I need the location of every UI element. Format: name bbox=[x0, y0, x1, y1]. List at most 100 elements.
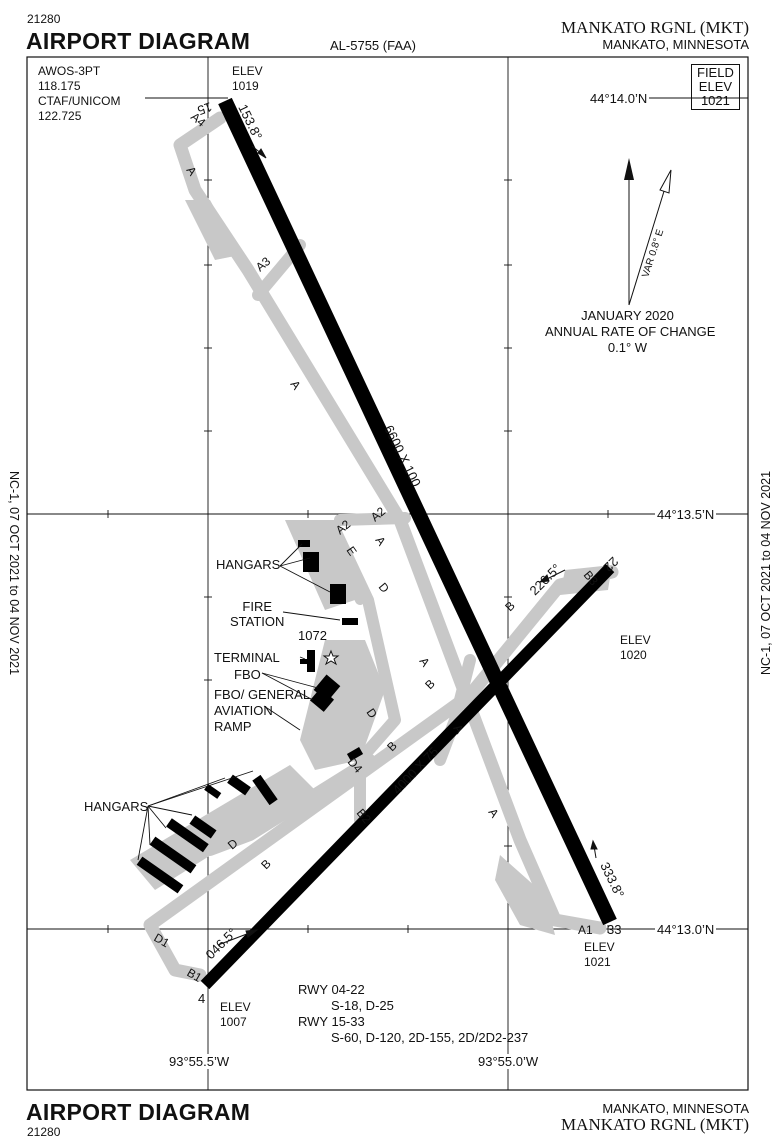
ctaf-frequency: 122.725 bbox=[38, 109, 82, 123]
field-elev-line2: ELEV bbox=[698, 79, 733, 94]
latitude-mid: 44°13.5’N bbox=[655, 507, 717, 522]
fire-station-building bbox=[342, 618, 358, 625]
chart-number-bottom: 21280 bbox=[27, 1125, 61, 1139]
airport-name-bottom: MANKATO RGNL (MKT) bbox=[561, 1115, 749, 1135]
runway-33-holding-pad bbox=[495, 855, 555, 935]
elev-label: ELEV bbox=[220, 1000, 251, 1014]
elev-label: ELEV bbox=[232, 64, 263, 78]
strength-rwy-15-33: RWY 15-33 bbox=[298, 1014, 365, 1029]
elev-value: 1020 bbox=[620, 648, 647, 662]
field-elev-line1: FIELD bbox=[697, 65, 734, 80]
taxiway-label-d: D bbox=[376, 580, 393, 596]
hangar-building bbox=[136, 856, 184, 894]
city-state-top: MANKATO, MINNESOTA bbox=[602, 37, 749, 52]
runway-15-33 bbox=[218, 97, 617, 926]
magnetic-rate-value: 0.1° W bbox=[607, 340, 648, 355]
magnetic-variation-label: VAR 0.8° E bbox=[640, 228, 666, 279]
chart-frame bbox=[26, 56, 749, 1091]
strength-rwy-04-22-values: S-18, D-25 bbox=[331, 998, 394, 1013]
hangars-label-lower: HANGARS bbox=[84, 799, 149, 814]
elev-runway-4: ELEV 1007 bbox=[220, 1000, 251, 1030]
elev-label: ELEV bbox=[620, 633, 651, 647]
fire-station-label: FIRE STATION bbox=[230, 599, 284, 629]
taxiway-d bbox=[329, 524, 401, 766]
taxiway-label-a: A bbox=[486, 806, 502, 821]
chart-number-top: 21280 bbox=[27, 12, 61, 26]
true-north-arrowhead bbox=[624, 158, 634, 180]
leader-lines bbox=[137, 543, 341, 861]
awos-label: AWOS-3PT bbox=[38, 64, 101, 78]
taxiway-label-b: B bbox=[502, 599, 518, 615]
hangars-label-upper: HANGARS bbox=[216, 557, 281, 572]
runway-15-holding-pad bbox=[185, 200, 240, 260]
taxiway-label-b1: B1 bbox=[185, 965, 205, 985]
hangar-building bbox=[166, 818, 209, 853]
magnetic-north-arrowhead bbox=[659, 169, 672, 194]
field-elevation-box: FIELD ELEV 1021 bbox=[691, 64, 740, 110]
fire-station-line2: STATION bbox=[230, 614, 285, 629]
terminal-label: TERMINAL bbox=[214, 650, 280, 665]
comm-frequencies: AWOS-3PT 118.175 CTAF/UNICOM 122.725 bbox=[38, 64, 120, 124]
fbo-ramp-label: FBO/ GENERAL AVIATION RAMP bbox=[214, 687, 310, 735]
runway-end-15: 15 bbox=[195, 99, 214, 118]
strength-rwy-04-22: RWY 04-22 bbox=[298, 982, 365, 997]
hangar-building bbox=[149, 836, 197, 874]
terminal-annex bbox=[300, 659, 308, 664]
magnetic-variation-note: JANUARY 2020 ANNUAL RATE OF CHANGE 0.1° … bbox=[545, 308, 716, 356]
taxiway-label-b: B bbox=[258, 857, 274, 873]
longitude-left: 93°55.5’W bbox=[167, 1054, 232, 1069]
magnetic-epoch: JANUARY 2020 bbox=[581, 308, 674, 323]
page-title-bottom: AIRPORT DIAGRAM bbox=[26, 1099, 251, 1125]
north-arrow bbox=[624, 158, 672, 306]
runway-04-22 bbox=[200, 563, 615, 990]
hangar-building bbox=[303, 552, 319, 572]
magnetic-north-line bbox=[628, 174, 670, 306]
taxiway-label-a: A bbox=[288, 378, 304, 393]
hangar-building bbox=[189, 815, 217, 839]
fire-station-line1: FIRE bbox=[242, 599, 273, 614]
airport-name-top: MANKATO RGNL (MKT) bbox=[561, 18, 749, 38]
runway-end-4: 4 bbox=[198, 991, 205, 1006]
taxiway-a2 bbox=[334, 512, 411, 526]
awos-frequency: 118.175 bbox=[38, 79, 81, 93]
fbo-label: FBO bbox=[234, 667, 261, 682]
elev-runway-15: ELEV 1019 bbox=[232, 64, 263, 94]
hangar-building bbox=[227, 774, 251, 796]
ramp-building bbox=[346, 747, 364, 761]
ctaf-label: CTAF/UNICOM bbox=[38, 94, 121, 108]
terminal-building bbox=[307, 650, 315, 672]
latitude-bottom: 44°13.0’N bbox=[655, 922, 717, 937]
elev-runway-22: ELEV 1020 bbox=[620, 633, 651, 663]
fbo-ramp-line3: RAMP bbox=[214, 719, 252, 734]
longitude-right: 93°55.0’W bbox=[476, 1054, 541, 1069]
magnetic-rate-label: ANNUAL RATE OF CHANGE bbox=[545, 324, 716, 339]
page-title-top: AIRPORT DIAGRAM bbox=[26, 28, 251, 54]
strength-rwy-15-33-values: S-60, D-120, 2D-155, 2D/2D2-237 bbox=[331, 1030, 529, 1045]
hangar-building bbox=[204, 783, 222, 799]
terminal-apron bbox=[300, 640, 385, 770]
elev-label: ELEV bbox=[584, 940, 615, 954]
beacon-elevation: 1072 bbox=[298, 628, 327, 643]
beacon-icon bbox=[322, 649, 340, 666]
runway-end-33: 33 bbox=[607, 922, 621, 937]
airport-name-label: MANKATO RGNL bbox=[561, 1115, 696, 1134]
airport-id-label: (MKT) bbox=[699, 18, 749, 37]
elev-value: 1021 bbox=[584, 955, 611, 969]
fbo-ramp-line2: AVIATION bbox=[214, 703, 273, 718]
heading-arrows bbox=[217, 145, 598, 946]
hangar-building bbox=[330, 584, 346, 604]
elev-runway-33: ELEV 1021 bbox=[584, 940, 615, 970]
airport-name-label: MANKATO RGNL bbox=[561, 18, 696, 37]
buildings bbox=[136, 540, 364, 894]
graticule bbox=[27, 57, 748, 1090]
taxiway-label-a: A bbox=[417, 655, 433, 670]
taxiway-label-d1: D1 bbox=[152, 930, 173, 950]
field-elev-value: 1021 bbox=[700, 93, 730, 108]
fbo-ramp-line1: FBO/ GENERAL bbox=[214, 687, 311, 702]
fbo-building bbox=[309, 688, 335, 712]
elev-value: 1019 bbox=[232, 79, 259, 93]
taxiway-label-b: B bbox=[422, 677, 438, 693]
taxiway-label-a1: A1 bbox=[578, 923, 593, 937]
taxiway-label-a: A bbox=[373, 534, 389, 549]
